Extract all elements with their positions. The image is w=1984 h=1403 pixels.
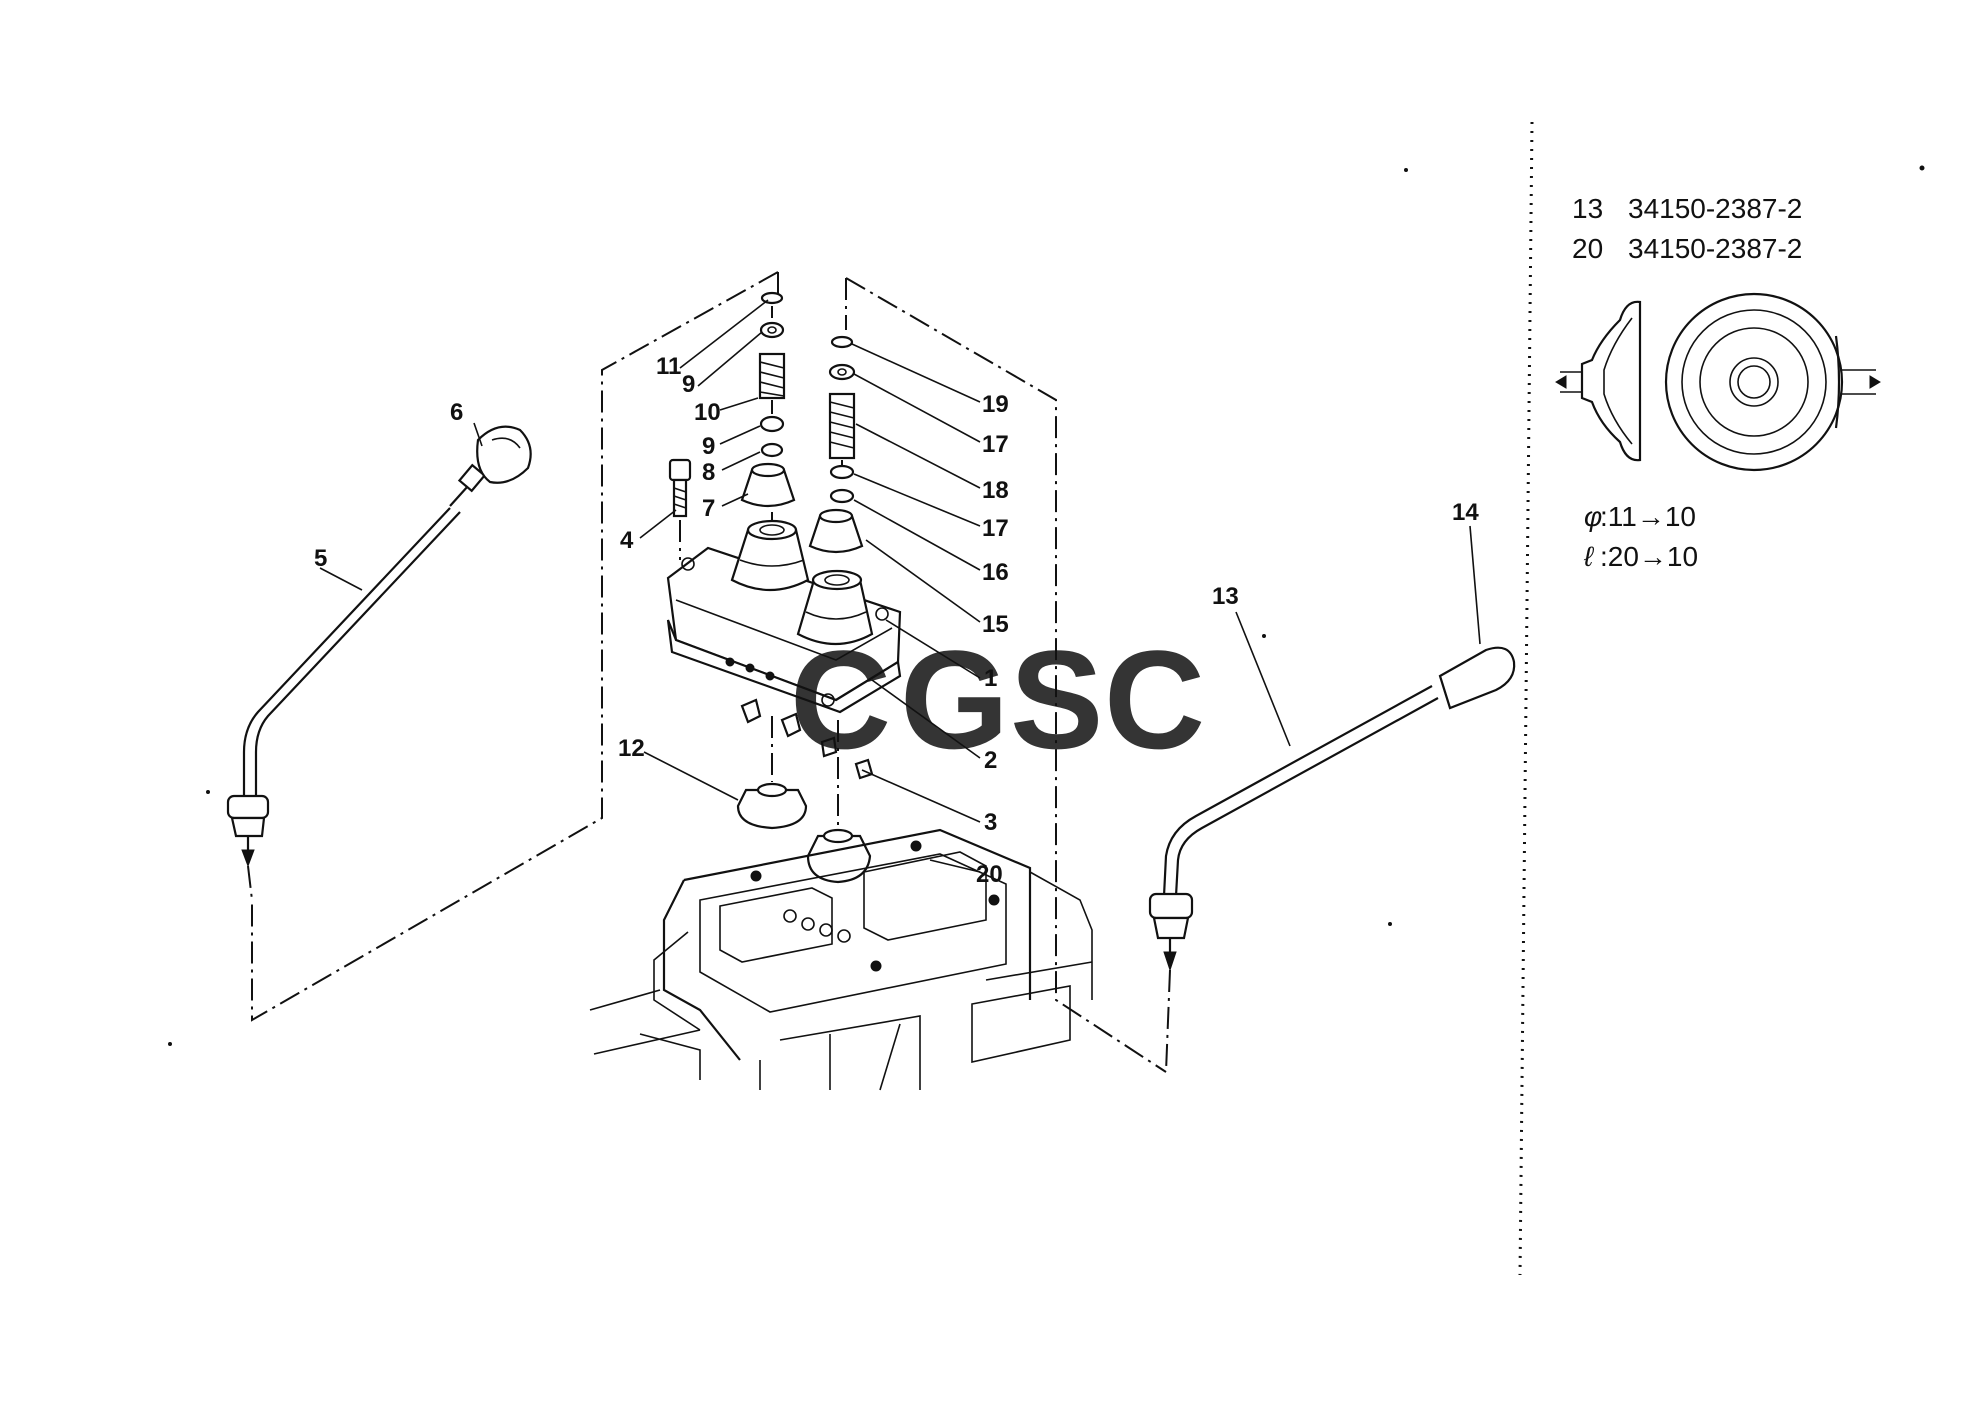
callout-6: 6 [450,399,463,426]
knob-icon [449,425,532,507]
callout-4: 4 [620,527,634,554]
callout-12: 12 [618,735,645,762]
reference-frames [251,271,1167,1073]
callout-9-upper: 9 [682,371,695,398]
transmission-housing [589,828,1093,1091]
callout-14: 14 [1452,499,1479,526]
dim-diameter-value: :11→10 [1600,501,1696,532]
callout-16: 16 [982,559,1009,586]
callout-5: 5 [314,545,327,572]
callout-1: 1 [984,665,997,692]
cover-assembly [666,462,902,714]
scan-specks [168,165,1925,1046]
callout-9-lower: 9 [702,433,715,460]
callout-20: 20 [976,861,1003,888]
right-shift-lever [1148,685,1439,1073]
callout-3: 3 [984,809,997,836]
spring-stack-right [828,335,856,504]
callout-7: 7 [702,495,715,522]
callout-2: 2 [984,747,997,774]
dim-length-value: :20→10 [1600,541,1698,572]
callout-17-lower: 17 [982,515,1009,542]
panel-partno-20: 34150-2387-2 [1628,233,1802,264]
callout-19: 19 [982,391,1009,418]
watermark-letter: C [1104,621,1205,778]
callout-15: 15 [982,611,1009,638]
grip-icon [1438,646,1516,710]
callout-8: 8 [702,459,715,486]
revision-panel: 13 34150-2387-2 20 34150-2387-2 φ :11→10 [1555,193,1881,572]
panel-partno-13: 34150-2387-2 [1628,193,1802,224]
callouts: 11 9 10 9 8 7 4 6 5 19 17 18 17 16 15 1 … [314,353,1479,888]
left-shift-lever [226,507,461,901]
spring-stack-left [758,291,786,520]
watermark-logo: C G S C [790,621,1205,778]
callout-10: 10 [694,399,721,426]
dim-diameter-symbol: φ [1584,501,1602,532]
watermark-letter: C [790,621,891,778]
watermark-letter: S [1010,621,1103,778]
boot-top-view [1664,292,1881,472]
bolt-icon [668,458,692,560]
panel-separator [1518,121,1534,1276]
callout-11: 11 [656,353,681,380]
panel-ref-20: 20 [1572,233,1603,264]
dim-length-symbol: ℓ [1583,541,1595,572]
callout-17-upper: 17 [982,431,1009,458]
panel-ref-13: 13 [1572,193,1603,224]
leader-lines [319,299,1481,873]
callout-18: 18 [982,477,1009,504]
callout-13: 13 [1212,583,1239,610]
watermark-letter: G [900,621,1009,778]
boot-side-view [1555,300,1642,462]
